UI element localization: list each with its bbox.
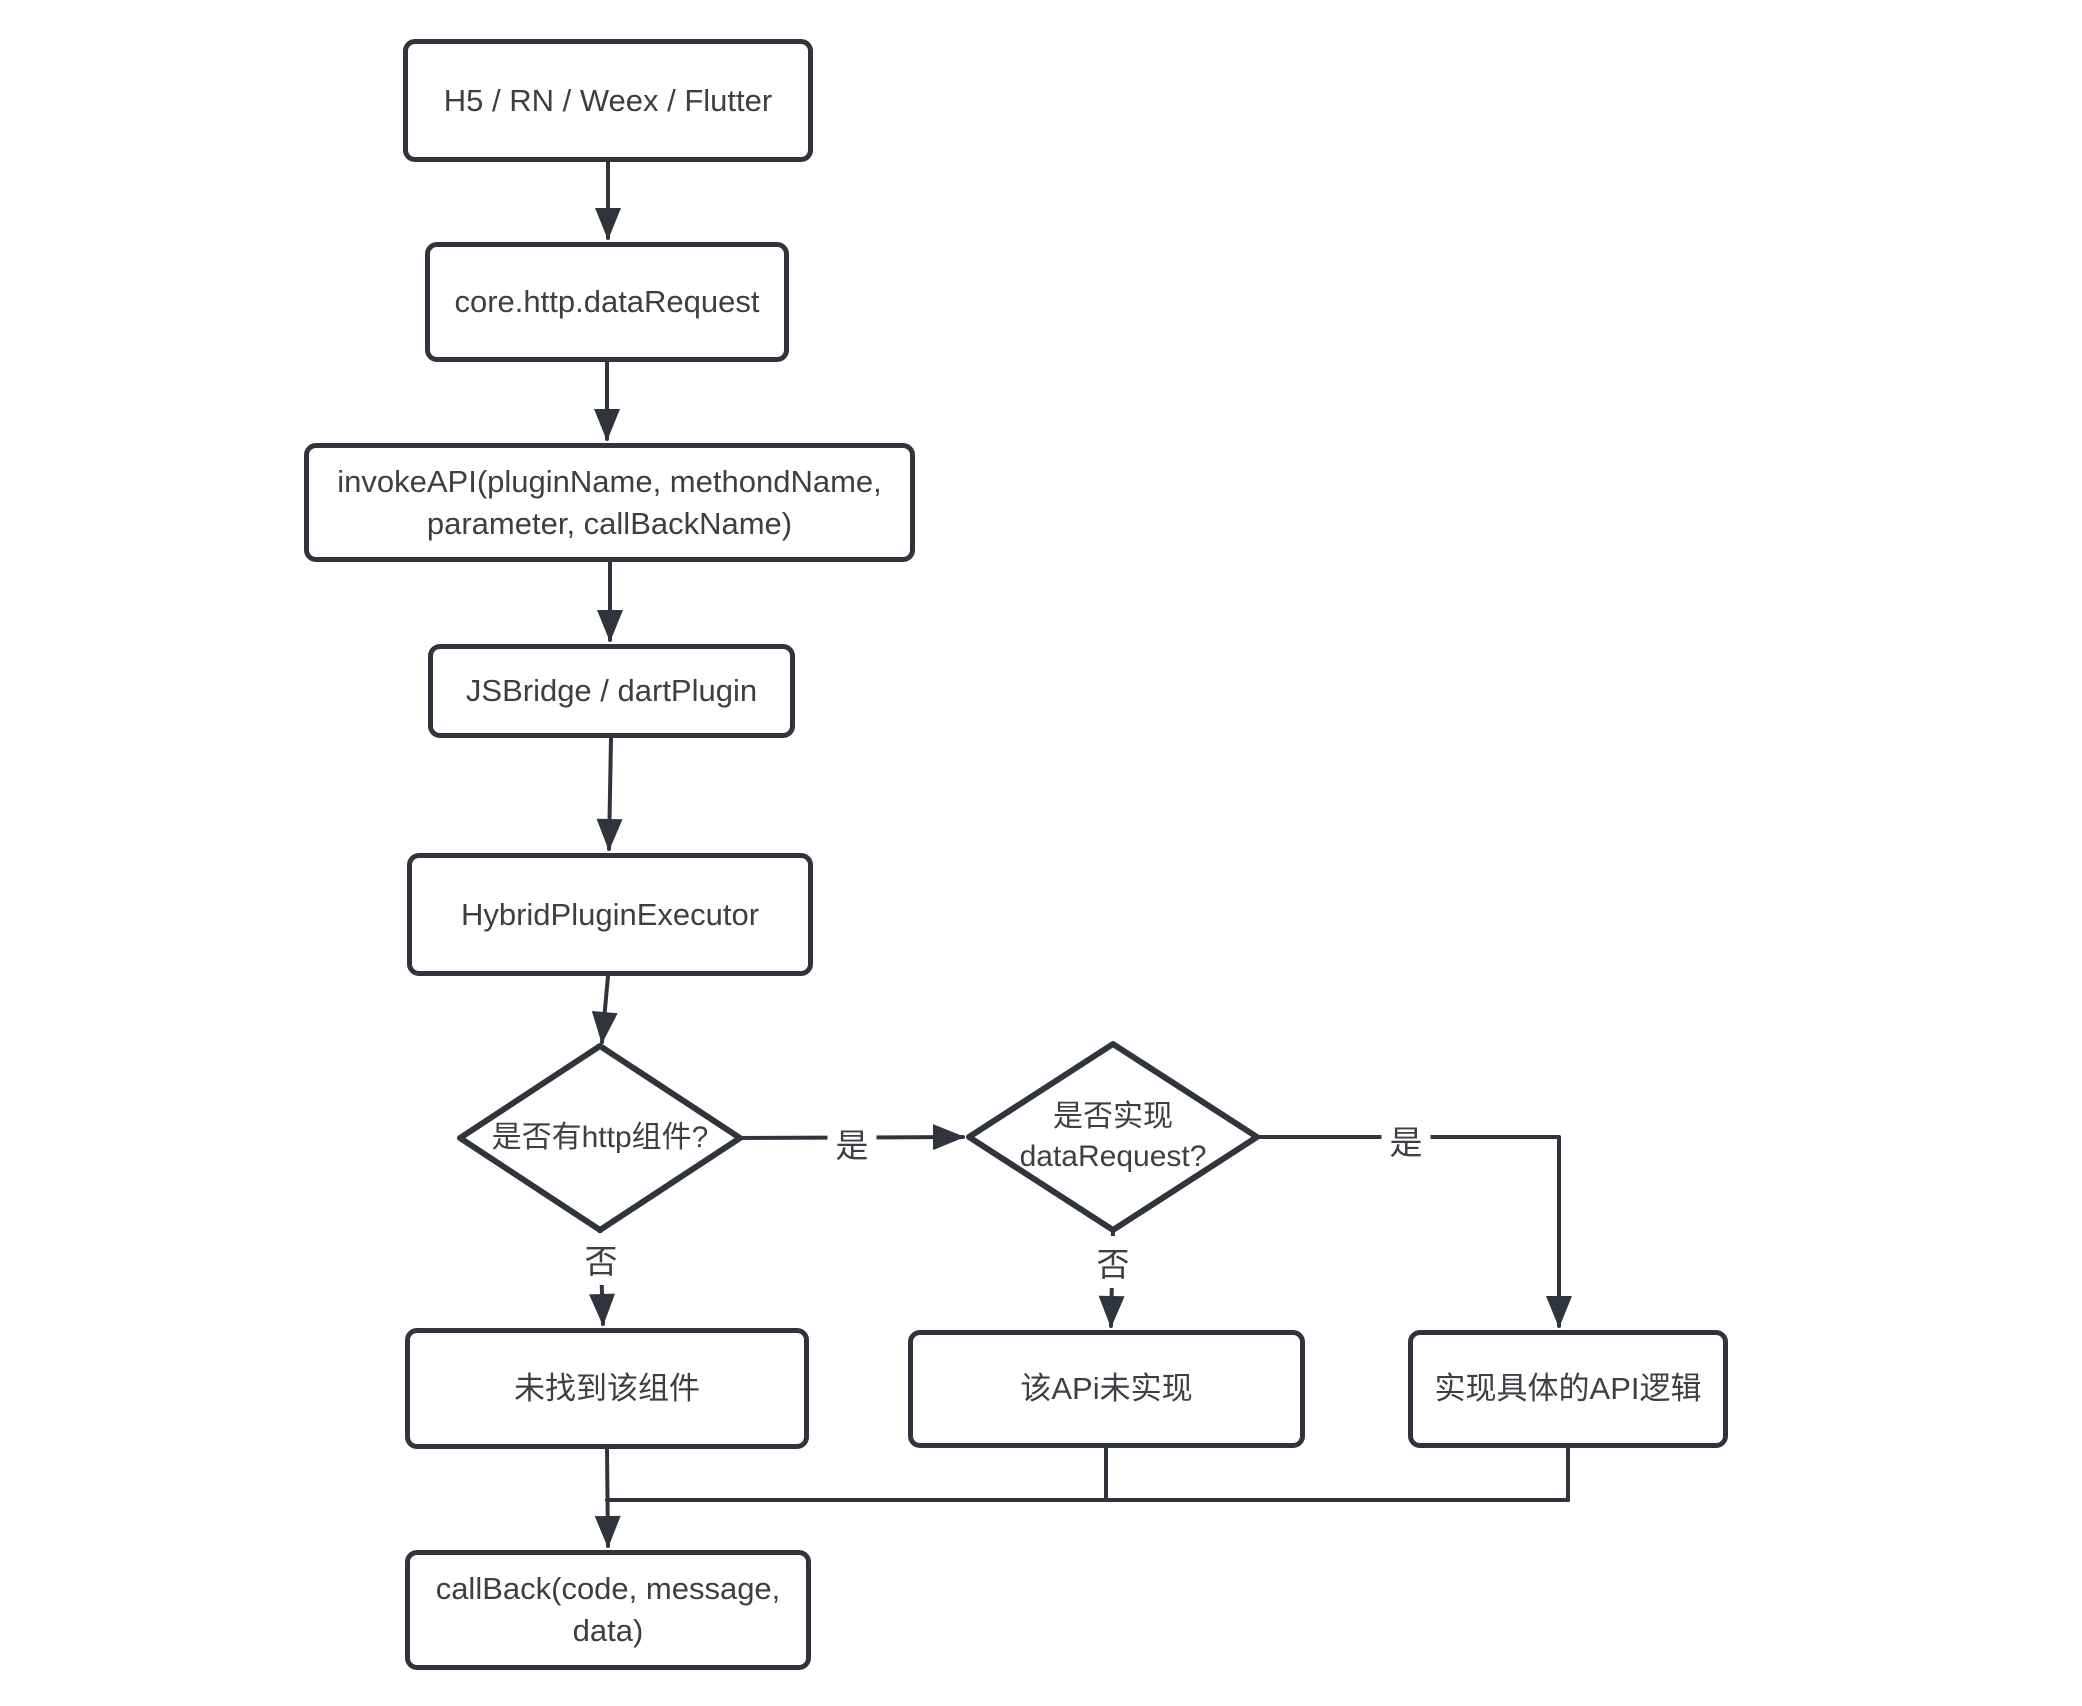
edge-label-yes-1: 是 [827,1117,877,1169]
node-jsbridge-dartplugin-label: JSBridge / dartPlugin [465,673,758,709]
node-core-http-datarequest: core.http.dataRequest [425,242,789,362]
node-component-not-found-label: 未找到该组件 [514,1370,700,1406]
edge-decision2-yes [1255,1135,1572,1328]
node-api-not-implemented: 该APi未实现 [908,1330,1305,1448]
edge-label-yes-2: 是 [1381,1114,1431,1166]
edge-label-no-2: 否 [1088,1236,1138,1288]
edge-label-no-1: 否 [576,1233,626,1285]
node-component-not-found: 未找到该组件 [405,1328,809,1449]
node-core-http-datarequest-label: core.http.dataRequest [454,284,760,320]
node-h5-rn-weex-flutter-label: H5 / RN / Weex / Flutter [443,82,773,118]
node-hybrid-plugin-executor: HybridPluginExecutor [407,853,813,976]
decision-has-http-label: 是否有http组件? [491,1120,709,1154]
node-callback-label: callBack(code, message, data) [435,1571,781,1648]
decision-impl-datarequest-label: 是否实现 dataRequest? [1019,1099,1207,1174]
node-implement-api-logic: 实现具体的API逻辑 [1408,1330,1728,1448]
edge-notfound-to-callback [594,1447,621,1548]
node-invoke-api: invokeAPI(pluginName, methondName, param… [304,443,915,562]
node-callback: callBack(code, message, data) [405,1550,811,1670]
decision-impl-datarequest-shape [966,1041,1260,1233]
node-jsbridge-dartplugin: JSBridge / dartPlugin [428,644,795,738]
node-hybrid-plugin-executor-label: HybridPluginExecutor [460,896,760,932]
edge-jsbridge-to-executor [596,736,623,851]
node-api-not-implemented-label: 该APi未实现 [1020,1371,1193,1407]
node-h5-rn-weex-flutter: H5 / RN / Weex / Flutter [403,39,813,162]
decision-has-http-shape [457,1043,743,1233]
node-invoke-api-label: invokeAPI(pluginName, methondName, param… [337,463,882,541]
edge-executor-to-decision1 [591,974,618,1044]
node-implement-api-logic-label: 实现具体的API逻辑 [1434,1371,1702,1407]
